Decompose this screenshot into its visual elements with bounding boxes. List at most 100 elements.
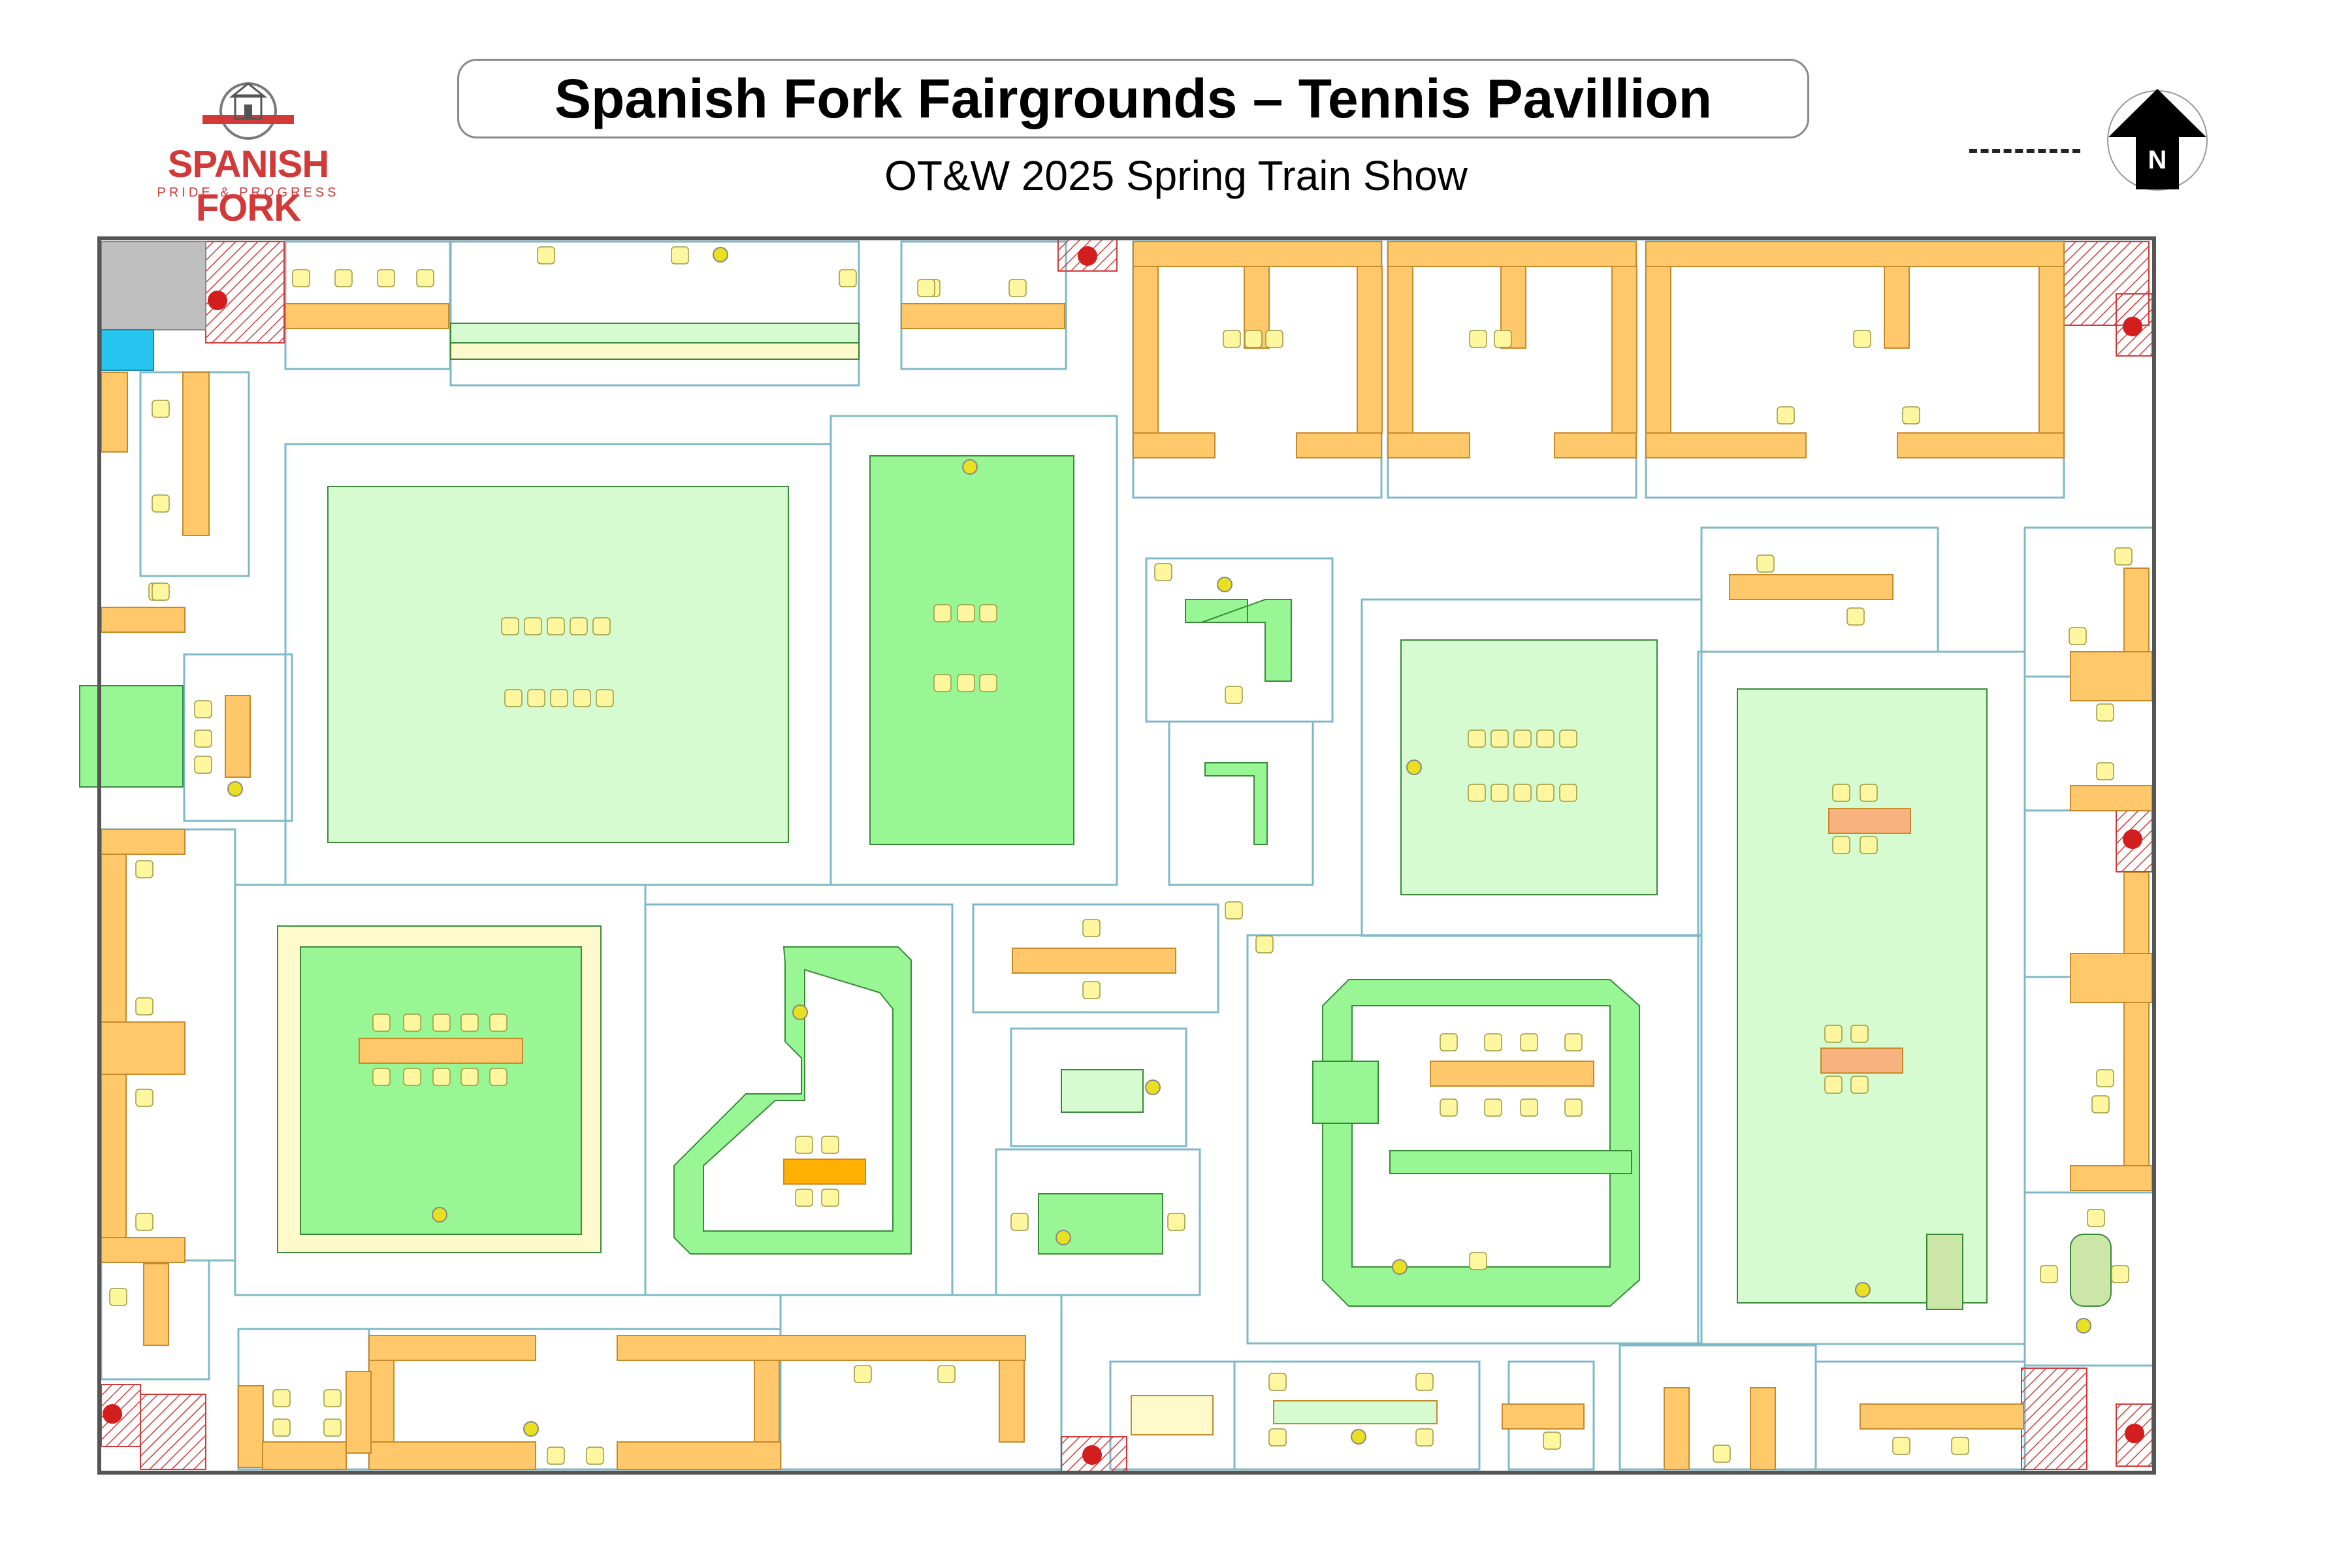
chair-85 bbox=[586, 1447, 604, 1465]
fire-extinguisher-icon-1 bbox=[1078, 246, 1097, 266]
post-icon-13 bbox=[2076, 1318, 2091, 1334]
chair-48 bbox=[1484, 1033, 1502, 1051]
layout-chair-26 bbox=[372, 1014, 391, 1032]
vendor-table-39 bbox=[1430, 1061, 1594, 1087]
train-layout-6 bbox=[79, 685, 184, 788]
fire-extinguisher-icon-2 bbox=[2123, 317, 2142, 336]
chair-56 bbox=[1832, 784, 1850, 802]
chair-73 bbox=[1415, 1428, 1434, 1447]
highlight-table bbox=[783, 1159, 866, 1185]
chair-43 bbox=[1154, 563, 1172, 581]
chair-29 bbox=[1846, 607, 1865, 626]
post-icon-8 bbox=[1055, 1230, 1071, 1245]
chair-28 bbox=[1756, 554, 1775, 573]
vendor-table-51 bbox=[617, 1441, 781, 1470]
chair-59 bbox=[1860, 836, 1878, 854]
chair-7 bbox=[1008, 279, 1027, 297]
vendor-table-36 bbox=[2070, 1165, 2153, 1191]
vendor-table-29 bbox=[143, 1263, 169, 1346]
chair-52 bbox=[1484, 1098, 1502, 1117]
chair-68 bbox=[839, 269, 857, 287]
page-subtitle: OT&W 2025 Spring Train Show bbox=[884, 152, 1468, 199]
vendor-table-38 bbox=[359, 1038, 523, 1064]
chair-38 bbox=[2087, 1209, 2105, 1227]
post-icon-9 bbox=[1392, 1259, 1408, 1275]
vendor-table-28 bbox=[101, 1237, 185, 1263]
chair-37 bbox=[2111, 1265, 2129, 1283]
post-icon-6 bbox=[1145, 1080, 1161, 1095]
train-layout-1 bbox=[869, 455, 1074, 845]
layout-chair-24 bbox=[1536, 784, 1555, 802]
chair-16 bbox=[135, 997, 153, 1016]
layout-chair-9 bbox=[596, 689, 614, 707]
vendor-table-31 bbox=[2070, 651, 2153, 701]
chair-45 bbox=[1167, 1213, 1185, 1231]
misc-fixtures bbox=[101, 241, 2091, 1445]
booth-outline-7 bbox=[830, 415, 1118, 886]
layout-chair-33 bbox=[432, 1068, 451, 1086]
layout-chair-21 bbox=[1468, 784, 1486, 802]
cyan-tile bbox=[101, 329, 154, 371]
vendor-table-41 bbox=[1502, 1403, 1585, 1430]
display-table bbox=[1061, 1069, 1144, 1113]
chair-17 bbox=[135, 1089, 153, 1107]
vendor-table-13 bbox=[1387, 432, 1470, 458]
vendor-table-14 bbox=[1554, 432, 1637, 458]
chair-63 bbox=[1850, 1076, 1869, 1094]
post-icon-12 bbox=[1855, 1282, 1871, 1298]
chair-41 bbox=[1225, 901, 1243, 920]
chair-77 bbox=[1951, 1437, 1969, 1455]
chair-35 bbox=[2091, 1095, 2110, 1113]
layout-chair-11 bbox=[957, 604, 975, 622]
dogbone-layout bbox=[673, 946, 912, 1255]
switching-layout bbox=[1038, 1193, 1163, 1255]
vendor-table-22 bbox=[101, 607, 185, 633]
layout-chair-14 bbox=[957, 674, 975, 692]
post-icon-5 bbox=[792, 1004, 808, 1020]
chair-67 bbox=[821, 1189, 839, 1207]
vendor-table-46 bbox=[368, 1360, 395, 1443]
train-layout-0 bbox=[327, 486, 789, 843]
layout-chair-31 bbox=[372, 1068, 391, 1086]
layout-chair-1 bbox=[524, 617, 542, 635]
round-table bbox=[2070, 1234, 2112, 1307]
building-wall bbox=[97, 236, 2156, 1475]
chair-71 bbox=[1415, 1373, 1434, 1391]
vendor-table-57 bbox=[1820, 1048, 1903, 1074]
layout-chair-32 bbox=[403, 1068, 421, 1086]
title-box: Spanish Fork Fairgrounds – Tennis Pavill… bbox=[457, 59, 1809, 138]
train-layout-9 bbox=[1926, 1234, 1963, 1310]
chair-1 bbox=[334, 269, 353, 287]
fire-extinguisher-icon-4 bbox=[103, 1404, 122, 1424]
chair-78 bbox=[854, 1365, 872, 1383]
fire-extinguisher-icon-3 bbox=[2123, 829, 2142, 849]
info-table bbox=[1131, 1395, 1214, 1435]
layout-chair-18 bbox=[1513, 729, 1532, 748]
booth-outline-23 bbox=[1010, 1027, 1187, 1147]
layout-chair-8 bbox=[573, 689, 591, 707]
layout-chair-2 bbox=[547, 617, 565, 635]
chair-84 bbox=[547, 1447, 565, 1465]
train-layout-8 bbox=[450, 342, 860, 360]
chair-72 bbox=[1268, 1428, 1287, 1447]
vendor-table-11 bbox=[1611, 266, 1637, 434]
layout-chair-4 bbox=[592, 617, 611, 635]
booth-outline-24 bbox=[995, 1148, 1201, 1296]
booth-outline-9 bbox=[183, 653, 293, 822]
chair-74 bbox=[1543, 1432, 1561, 1450]
layout-chair-35 bbox=[489, 1068, 507, 1086]
vendor-table-26 bbox=[101, 1021, 185, 1075]
vendor-table-15 bbox=[1645, 266, 1671, 434]
chair-50 bbox=[1564, 1033, 1583, 1051]
fire-zone-6 bbox=[140, 1394, 206, 1470]
chair-2 bbox=[377, 269, 395, 287]
city-logo: SPANISH FORK PRIDE & PROGRESS bbox=[124, 77, 372, 229]
vendor-table-37 bbox=[1729, 574, 1893, 600]
chair-27 bbox=[1902, 406, 1920, 424]
north-arrow-icon: N bbox=[2107, 89, 2208, 191]
vendor-table-19 bbox=[1897, 432, 2065, 458]
chair-42 bbox=[1225, 686, 1243, 704]
chair-40 bbox=[1082, 981, 1101, 999]
train-layout-3 bbox=[1737, 688, 1988, 1304]
booth-outline-30 bbox=[779, 1294, 1063, 1471]
